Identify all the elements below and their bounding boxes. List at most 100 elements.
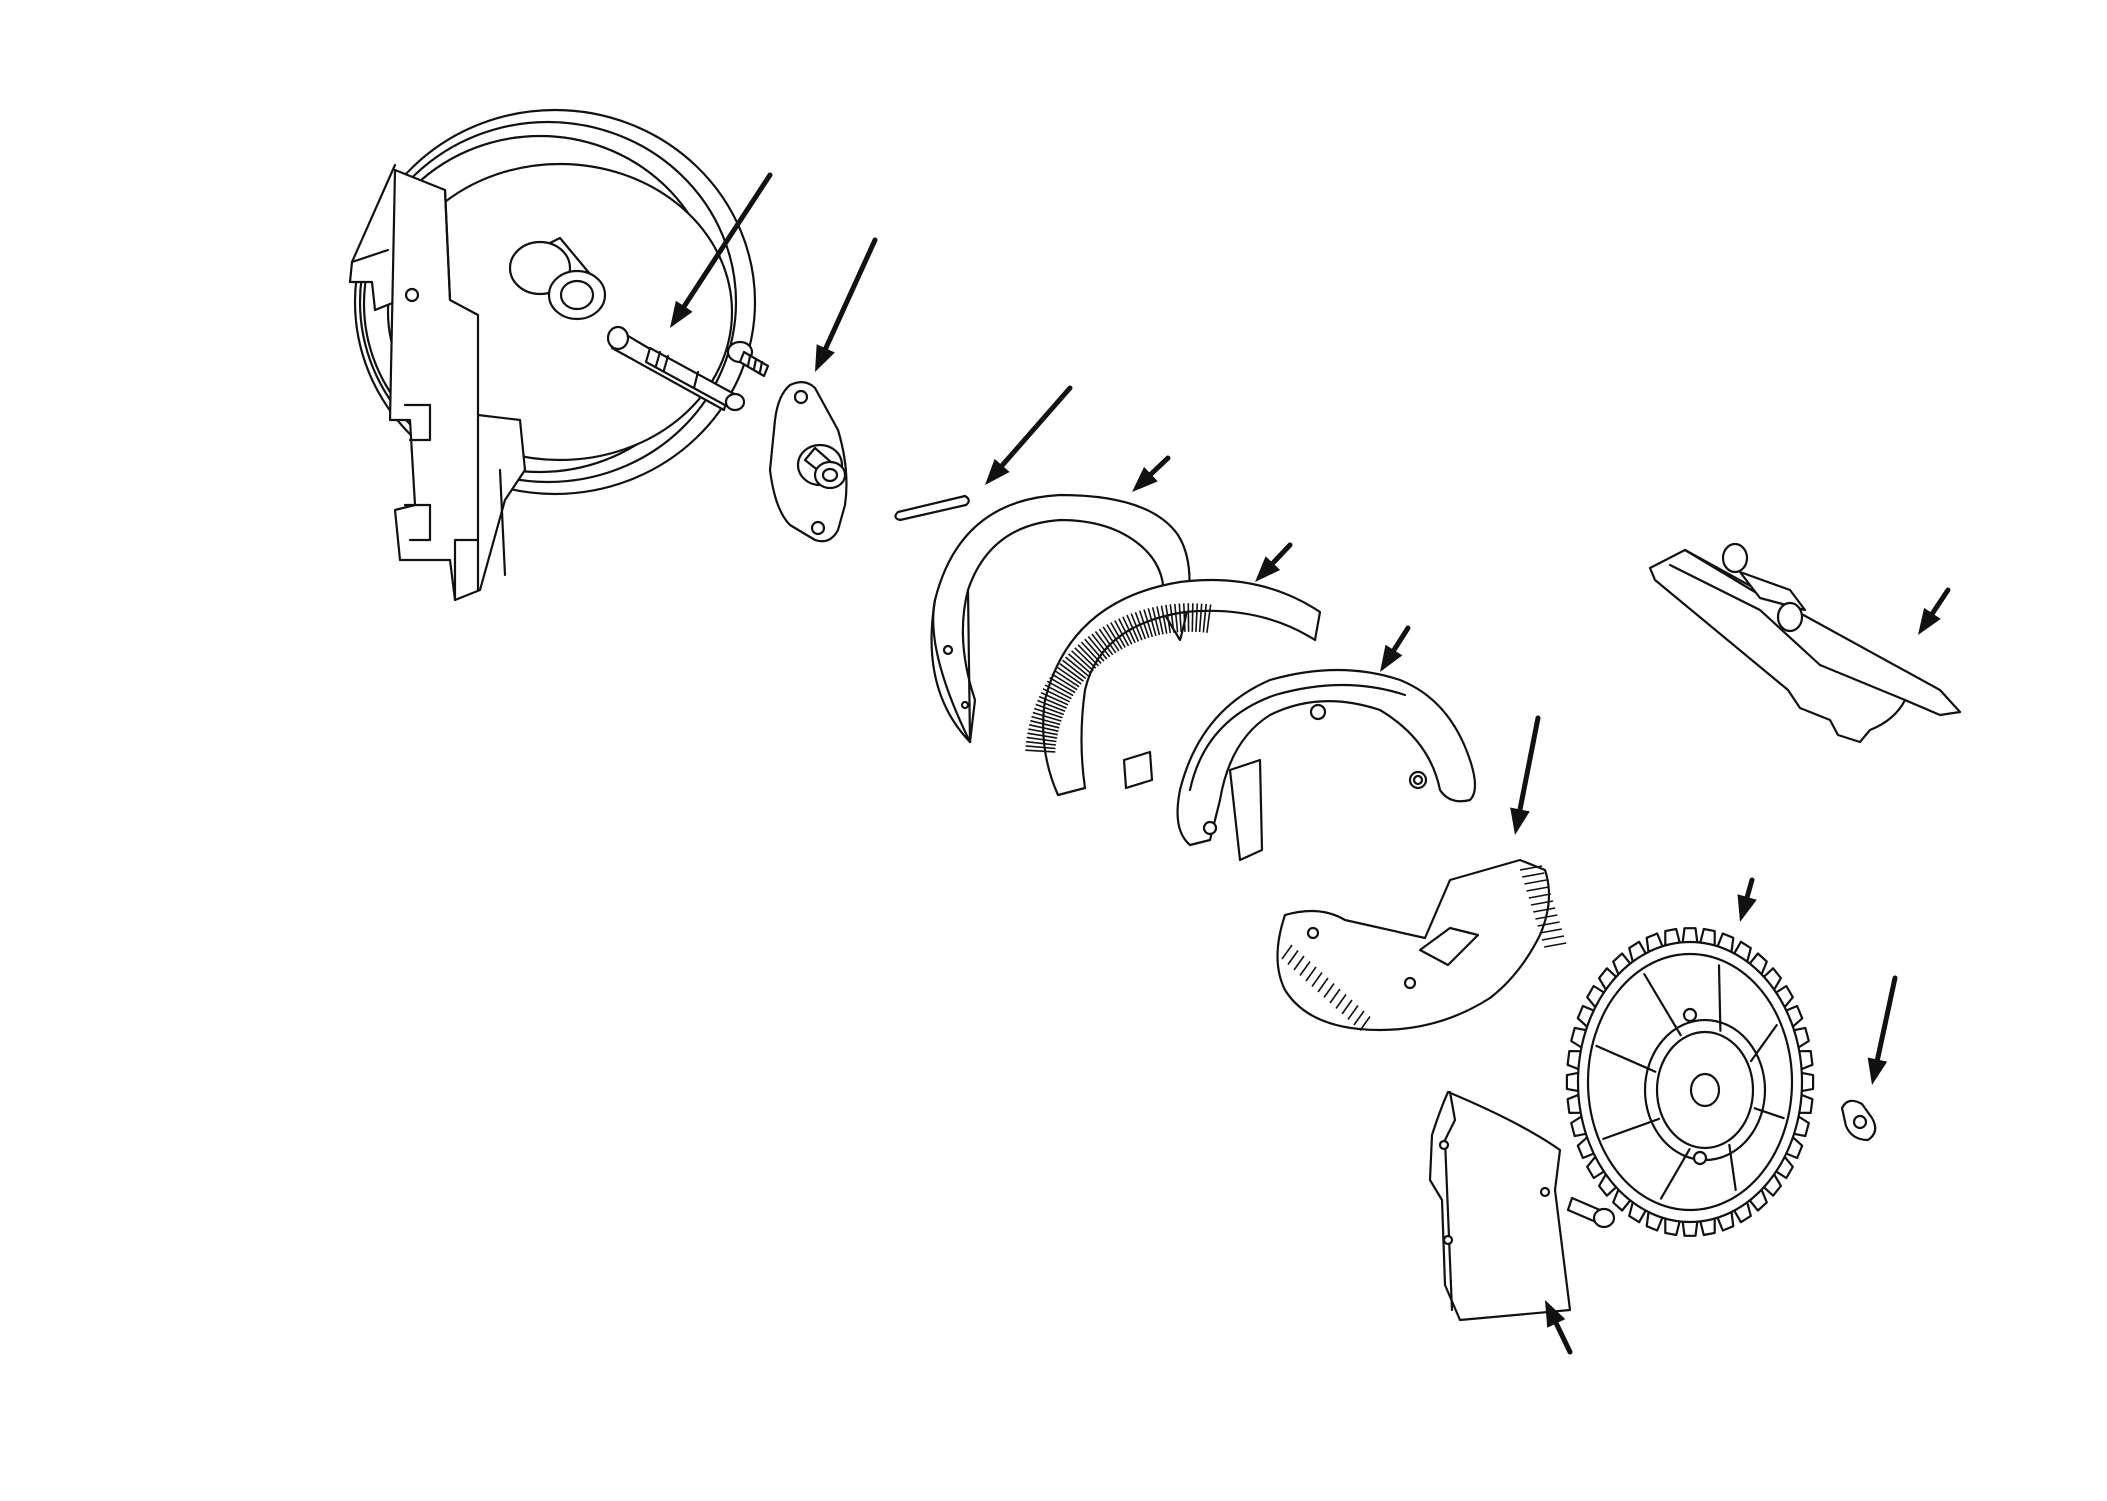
arrow-shaft [684, 175, 770, 306]
bristle [1312, 973, 1322, 987]
callout-arrow-6 [1380, 628, 1408, 672]
arrow-shaft [1932, 590, 1948, 613]
callout-arrow-2 [815, 240, 875, 372]
bristle [1047, 681, 1073, 695]
sprocket-spoke [1755, 1108, 1784, 1118]
arrow-head [815, 344, 835, 372]
bristle [1037, 701, 1065, 712]
bristle [1078, 645, 1098, 666]
arrow-head [1737, 894, 1757, 922]
arrow-shaft [1556, 1323, 1570, 1352]
callout-arrow-1 [670, 175, 770, 328]
bristle [1192, 603, 1193, 632]
sprocket-spoke [1751, 1025, 1777, 1061]
bristle [1033, 713, 1062, 722]
bristle [1099, 629, 1116, 653]
bristle [1092, 634, 1110, 657]
sprocket-tooth [1683, 1222, 1698, 1236]
bristle [1148, 608, 1156, 636]
carriage-icon [1650, 544, 1960, 742]
bristle [1144, 610, 1152, 637]
bristle [1318, 978, 1328, 992]
bristle [1544, 943, 1566, 947]
bristle [1026, 742, 1056, 745]
bristle [1081, 642, 1101, 663]
arrow-shaft [826, 240, 875, 348]
bristle [1184, 603, 1185, 631]
bristle [1135, 612, 1145, 639]
arrow-shaft [1877, 978, 1895, 1060]
bristle [1196, 603, 1197, 632]
sprocket-tooth [1802, 1073, 1813, 1091]
bristle [1057, 667, 1081, 684]
arrow-head [1132, 466, 1158, 492]
bristle [1157, 606, 1163, 634]
bristle [1175, 604, 1178, 632]
bristle [1288, 951, 1298, 965]
bristle [1294, 956, 1304, 970]
bristle [1200, 604, 1202, 633]
arrow-shaft [1002, 388, 1070, 465]
bristle [1043, 689, 1070, 702]
bristle [1103, 627, 1119, 651]
bristle [1529, 894, 1551, 898]
arrow-head [1255, 556, 1281, 582]
arrow-head [1867, 1057, 1888, 1085]
bristle [1166, 605, 1170, 633]
bristle [1034, 709, 1062, 718]
arrow-head [1918, 607, 1941, 635]
bristle [1531, 901, 1553, 905]
bristle [1522, 873, 1544, 877]
bristle [1179, 604, 1181, 632]
bristle [1041, 693, 1068, 705]
bristle [1026, 746, 1056, 749]
arrow-head [1510, 807, 1530, 835]
bristle [1131, 614, 1142, 641]
arrow-shaft [1151, 458, 1168, 474]
bristle [1354, 1011, 1364, 1025]
bristle [1085, 639, 1104, 661]
bristle [1050, 678, 1076, 693]
bristle [1028, 729, 1057, 735]
arrow-head [1545, 1300, 1566, 1328]
arrow-head [1380, 644, 1403, 672]
bristle [1527, 887, 1549, 891]
bristle [1162, 606, 1167, 634]
bristle [1119, 619, 1132, 645]
callout-arrow-3 [985, 388, 1070, 485]
sprocket-spoke [1719, 965, 1720, 1030]
sprocket-spoke [1603, 1119, 1659, 1139]
sprocket-spoke [1596, 1046, 1655, 1072]
bristle [1336, 995, 1346, 1009]
bristle [1342, 1000, 1352, 1014]
shield-icon [932, 495, 1190, 742]
bristle [1029, 725, 1058, 731]
bristle [1540, 929, 1562, 933]
callout-arrow-9 [1737, 880, 1757, 922]
wing-nut-icon [1842, 1101, 1875, 1140]
callout-arrow-8 [1918, 590, 1948, 635]
bristle [1123, 617, 1135, 643]
arrow-shaft [1273, 545, 1290, 563]
bristle [1030, 721, 1059, 728]
sprocket-tooth [1567, 1073, 1578, 1091]
arrow-head [985, 458, 1010, 485]
bristle [1063, 660, 1086, 678]
bracket-icon [1430, 1092, 1614, 1320]
bristle [1282, 945, 1292, 959]
callout-arrow-7 [1510, 718, 1538, 835]
bristle [1111, 623, 1125, 648]
bristle [1524, 880, 1546, 884]
bristle [1140, 611, 1149, 638]
bristle [1520, 866, 1542, 870]
sector-plate-icon [1278, 860, 1567, 1031]
arrow-shaft [1394, 628, 1408, 650]
bristle [1039, 697, 1067, 709]
arrow-shaft [1520, 718, 1538, 809]
sprocket-spoke [1729, 1145, 1735, 1190]
bristle [1096, 632, 1113, 655]
bearing-plate-icon [770, 382, 846, 541]
sprocket-tooth [1683, 928, 1698, 942]
callout-arrow-4 [1132, 458, 1168, 492]
